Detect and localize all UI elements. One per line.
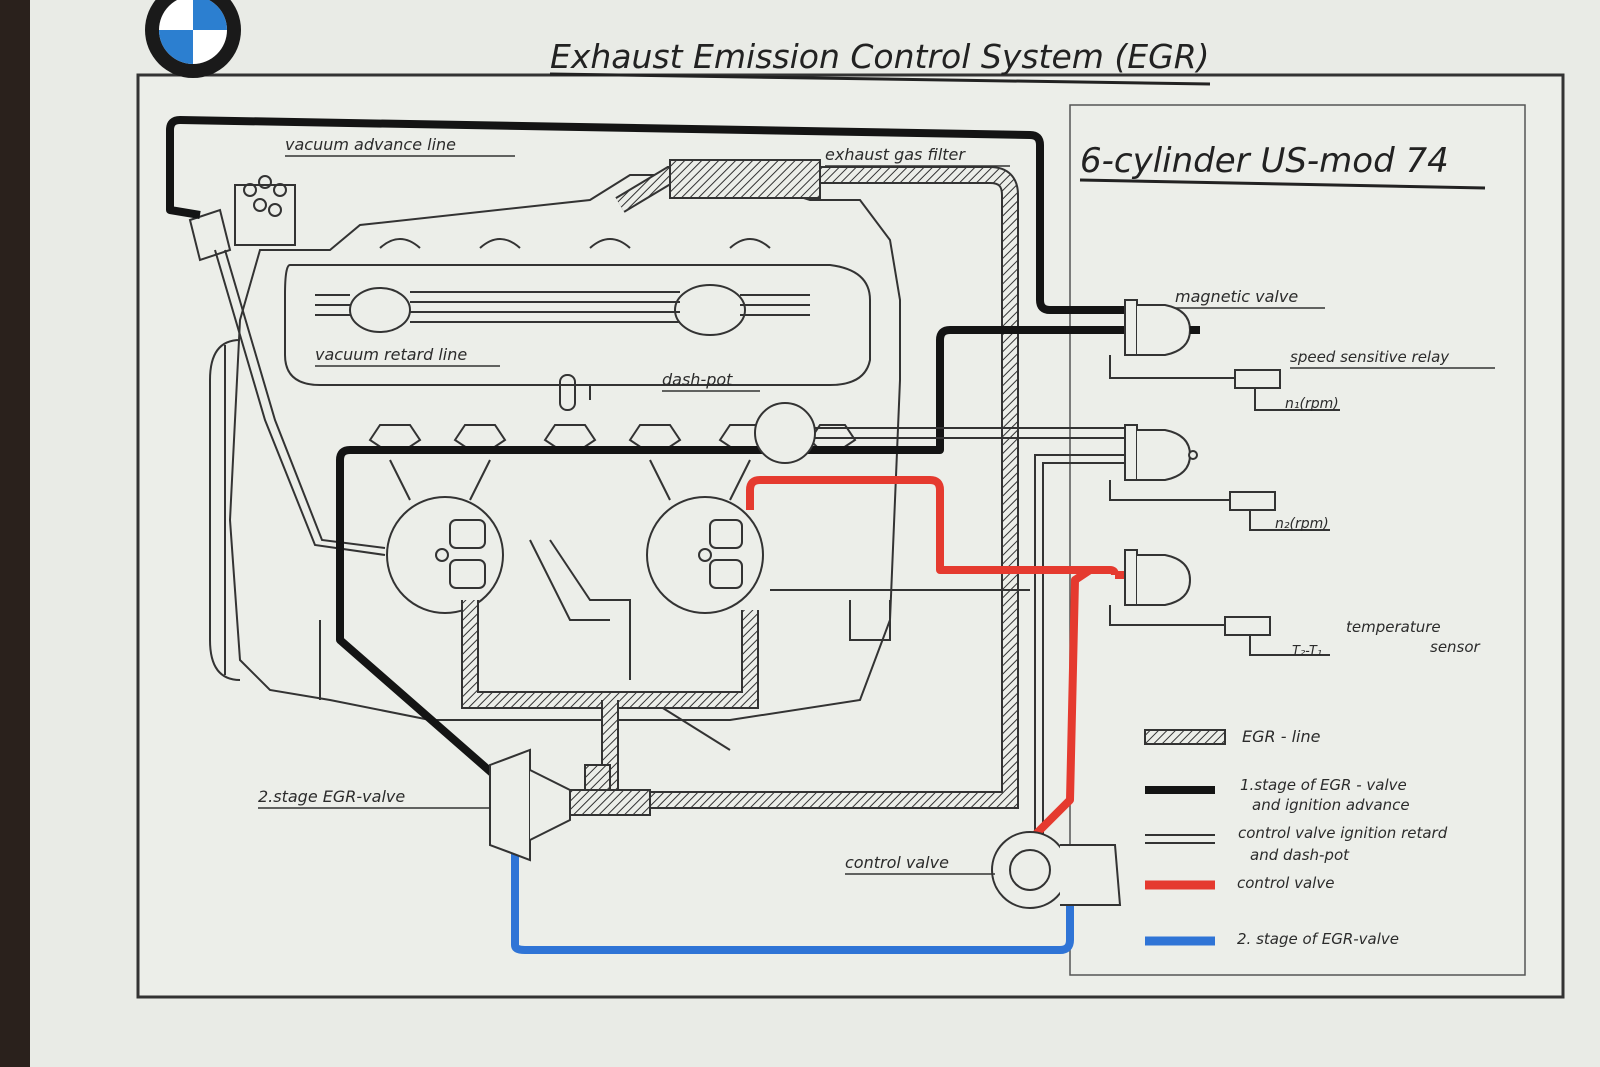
stage1-black-line: [166, 116, 1130, 784]
stage2-egr-valve: [489, 748, 651, 862]
legend: EGR - line 1.stage of EGR - valve and ig…: [1144, 727, 1448, 948]
page-title: Exhaust Emission Control System (EGR): [550, 37, 1210, 76]
label-speed-relay: speed sensitive relay: [1290, 348, 1450, 366]
vacuum-thin-lines: [214, 249, 386, 556]
control-valve: [991, 831, 1122, 909]
legend-label-stage1-sub: and ignition advance: [1252, 796, 1410, 814]
bmw-logo: [145, 0, 241, 78]
label-control-valve: control valve: [845, 853, 949, 872]
n2-relay-box: [1229, 491, 1276, 511]
magnetic-valve: [1124, 299, 1200, 356]
label-temperature: temperature: [1346, 618, 1441, 636]
exhaust-gas-filter: [669, 159, 821, 199]
label-dash-pot: dash-pot: [662, 370, 733, 389]
label-vacuum-advance: vacuum advance line: [285, 135, 456, 154]
temperature-sensor-box: [1224, 616, 1271, 636]
red-valve: [1124, 549, 1192, 606]
diagram-board: Exhaust Emission Control System (EGR) 6-…: [30, 0, 1600, 1067]
legend-swatch-egr: [1144, 729, 1226, 745]
diagram-subtitle: 6-cylinder US-mod 74: [1080, 141, 1449, 181]
label-n2: n₂(rpm): [1275, 516, 1329, 532]
subtitle-underline: [1079, 178, 1486, 190]
legend-label-retard: control valve ignition retard: [1238, 824, 1448, 842]
legend-label-egr: EGR - line: [1242, 727, 1321, 746]
title-underline: [549, 72, 1211, 86]
valve-row: [1124, 299, 1200, 606]
label-exhaust-gas-filter: exhaust gas filter: [825, 145, 966, 164]
label-tt: T₂-T₁: [1292, 644, 1322, 659]
label-vacuum-retard: vacuum retard line: [315, 345, 467, 364]
label-stage2-valve: 2.stage EGR-valve: [258, 787, 405, 806]
label-n1: n₁(rpm): [1285, 396, 1339, 412]
label-magnetic-valve: magnetic valve: [1175, 287, 1298, 306]
legend-label-retard-sub: and dash-pot: [1250, 846, 1350, 864]
stage2-blue-line: [511, 850, 1074, 954]
diagram-frame: [136, 73, 1565, 999]
egr-line-hatched: [461, 159, 1019, 809]
speed-relay-box: [1234, 369, 1281, 389]
legend-label-control: control valve: [1237, 874, 1334, 892]
retard-valve: [1124, 424, 1198, 481]
engine-drawing: [188, 174, 901, 751]
egr-diagram: Exhaust Emission Control System (EGR) 6-…: [136, 0, 1565, 999]
label-sensor: sensor: [1430, 638, 1481, 656]
relay-group: [1109, 355, 1340, 656]
legend-label-stage2: 2. stage of EGR-valve: [1237, 930, 1399, 948]
legend-panel-frame: [1069, 104, 1526, 976]
legend-label-stage1: 1.stage of EGR - valve: [1240, 776, 1407, 794]
retard-double-lines: [770, 427, 1130, 870]
dash-pot: [754, 402, 816, 464]
